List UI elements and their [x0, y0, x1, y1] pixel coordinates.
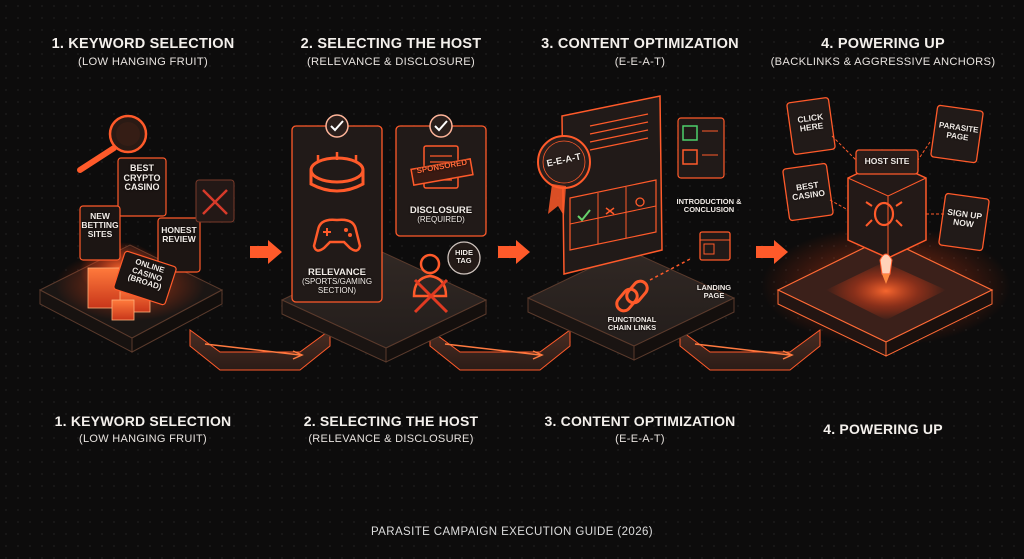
hidden-person-icon	[412, 253, 449, 314]
label-host-site: HOST SITE	[864, 156, 910, 166]
magnifier-icon	[77, 114, 148, 173]
label-hide-tag: HIDE TAG	[455, 248, 473, 266]
step-3-title: 3. CONTENT OPTIMIZATION	[541, 36, 739, 52]
article-document	[561, 95, 663, 275]
arrow-1-2	[250, 240, 282, 264]
step-3-subtitle: (E-E-A-T)	[614, 56, 666, 68]
stage4-platform	[761, 226, 1011, 357]
relevance-card	[291, 114, 383, 303]
connector-1-2	[189, 329, 331, 371]
step-1-title: 1. KEYWORD SELECTION	[51, 36, 235, 52]
step-2-footer-subtitle: (RELEVANCE & DISCLOSURE)	[308, 433, 474, 445]
hide-tag-bubble	[447, 241, 481, 275]
keyword-cards	[79, 157, 201, 306]
step-4-subtitle: (BACKLINKS & AGGRESSIVE ANCHORS)	[770, 56, 996, 68]
label-relevance: RELEVANCE (SPORTS/GAMING SECTION)	[292, 267, 382, 296]
anchor-cards	[782, 97, 990, 252]
step-2-heading: 2. SELECTING THE HOST (RELEVANCE & DISCL…	[266, 36, 516, 68]
host-site-tower	[847, 159, 927, 259]
step-3-heading: 3. CONTENT OPTIMIZATION (E-E-A-T)	[515, 36, 765, 68]
arrow-2-3	[498, 240, 530, 264]
relevance-title: RELEVANCE	[308, 267, 366, 278]
label-best-crypto-casino: BEST CRYPTO CASINO	[123, 163, 161, 193]
step-1-footer-title: 1. KEYWORD SELECTION	[54, 413, 232, 429]
step-2-footer-heading: 2. SELECTING THE HOST (RELEVANCE & DISCL…	[266, 413, 516, 445]
step-1-footer-heading: 1. KEYWORD SELECTION (LOW HANGING FRUIT)	[18, 413, 268, 445]
footer-caption: PARASITE CAMPAIGN EXECUTION GUIDE (2026)	[370, 526, 654, 538]
label-new-betting-sites: NEW BETTING SITES	[81, 211, 119, 240]
step-4-heading: 4. POWERING UP (BACKLINKS & AGGRESSIVE A…	[758, 36, 1008, 68]
step-2-footer-title: 2. SELECTING THE HOST	[303, 413, 479, 429]
label-disclosure: DISCLOSURE (REQUIRED)	[396, 205, 486, 225]
bug-icon	[865, 201, 903, 227]
eeat-badge	[537, 135, 591, 216]
sponsored-stamp	[410, 158, 474, 186]
step-1-heading: 1. KEYWORD SELECTION (LOW HANGING FRUIT)	[18, 36, 268, 68]
step-4-title: 4. POWERING UP	[821, 36, 945, 52]
feedback-card	[677, 117, 725, 179]
landing-page-icon	[699, 231, 731, 261]
gamepad-icon	[312, 218, 362, 252]
label-functional-chain-links: FUNCTIONAL CHAIN LINKS	[607, 315, 657, 333]
disclosure-title: DISCLOSURE	[409, 205, 473, 216]
stage3-platform	[526, 249, 736, 361]
chain-link-icon	[615, 257, 693, 313]
step-1-subtitle: (LOW HANGING FRUIT)	[78, 56, 208, 68]
step-4-footer-heading: 4. POWERING UP	[758, 421, 1008, 437]
label-honest-review: HONEST REVIEW	[161, 225, 197, 245]
connector-2-3	[429, 329, 571, 371]
disclosure-note: (REQUIRED)	[417, 215, 465, 225]
connector-3-4	[679, 329, 821, 371]
label-landing-page: LANDING PAGE	[696, 283, 732, 301]
rejected-keyword-icon	[195, 179, 235, 223]
step-2-subtitle: (RELEVANCE & DISCLOSURE)	[306, 56, 475, 68]
step-4-footer-title: 4. POWERING UP	[823, 421, 943, 437]
rocket-icon	[879, 253, 893, 284]
relevance-note: (SPORTS/GAMING SECTION)	[301, 277, 373, 295]
stadium-icon	[309, 152, 365, 193]
step-1-footer-subtitle: (LOW HANGING FRUIT)	[79, 433, 207, 445]
step-2-title: 2. SELECTING THE HOST	[300, 36, 482, 52]
step-3-footer-title: 3. CONTENT OPTIMIZATION	[544, 413, 736, 429]
step-3-footer-heading: 3. CONTENT OPTIMIZATION (E-E-A-T)	[515, 413, 765, 445]
label-introduction-conclusion: INTRODUCTION & CONCLUSION	[676, 197, 742, 215]
step-3-footer-subtitle: (E-E-A-T)	[615, 433, 665, 445]
